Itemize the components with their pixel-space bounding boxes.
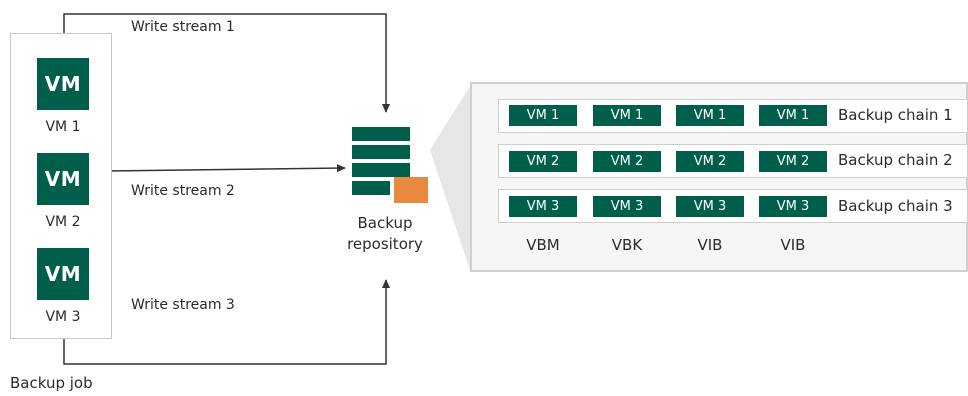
chain-3-file-1: VM 3 (509, 196, 577, 217)
zoom-wedge (430, 86, 470, 270)
vm-3-label: VM 3 (45, 309, 81, 325)
chain-1-file-4: VM 1 (759, 105, 827, 126)
chain-3-file-4: VM 3 (759, 196, 827, 217)
backup-repository-label: Backup repository (330, 213, 440, 255)
backup-job-caption: Backup job (10, 374, 93, 392)
chain-2-file-4: VM 2 (759, 151, 827, 172)
backup-chain-2-label: Backup chain 2 (838, 151, 953, 169)
vm-1-label: VM 1 (45, 119, 81, 135)
write-stream-3-line (63, 279, 390, 365)
backup-chain-1-label: Backup chain 1 (838, 106, 953, 124)
write-stream-1-line (63, 13, 390, 113)
write-stream-2-line (105, 164, 346, 173)
repository-label-line-2: repository (347, 235, 423, 253)
repository-label-line-1: Backup (357, 214, 413, 232)
chain-1-file-2: VM 1 (593, 105, 661, 126)
chain-2-file-1: VM 2 (509, 151, 577, 172)
write-stream-1-label: Write stream 1 (131, 19, 235, 35)
file-type-vbk: VBK (611, 236, 643, 254)
chain-2-file-2: VM 2 (593, 151, 661, 172)
chain-3-file-2: VM 3 (593, 196, 661, 217)
vm-2-icon: VM (37, 153, 89, 205)
chain-1-file-1: VM 1 (509, 105, 577, 126)
backup-chain-3-label: Backup chain 3 (838, 197, 953, 215)
vm-3-icon: VM (37, 248, 89, 300)
chain-3-file-3: VM 3 (676, 196, 744, 217)
write-stream-3-label: Write stream 3 (131, 297, 235, 313)
chain-2-file-3: VM 2 (676, 151, 744, 172)
file-type-vbm: VBM (526, 236, 560, 254)
vm-1-icon: VM (37, 58, 89, 110)
file-type-vib-2: VIB (780, 236, 806, 254)
write-stream-2-label: Write stream 2 (131, 183, 235, 199)
file-type-vib-1: VIB (697, 236, 723, 254)
chain-1-file-3: VM 1 (676, 105, 744, 126)
vm-2-label: VM 2 (45, 214, 81, 230)
backup-repository-icon (352, 127, 432, 207)
